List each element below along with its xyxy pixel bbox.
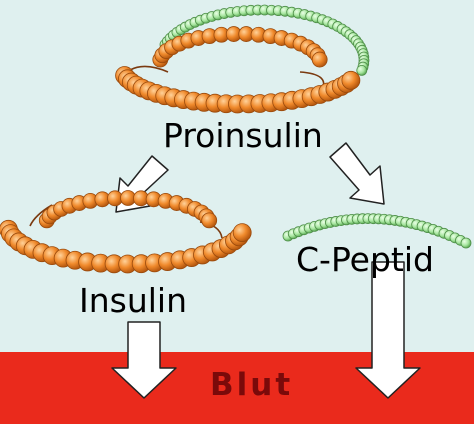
proinsulin-green-bead [356,64,368,76]
insulin-orange-bead [201,212,218,229]
proinsulin-bead-chain [115,4,370,114]
c-peptid-label: C-Peptid [296,240,434,279]
down-arrow [355,261,421,399]
c-peptid-green-bead [460,237,472,249]
down-right-arrow [329,142,385,205]
insulin-label: Insulin [79,281,188,320]
proinsulin-disulfide-line [129,65,169,73]
insulin-bead-chain [0,190,252,274]
down-arrow [111,321,177,399]
c-peptid-bead-chain [282,213,472,249]
blood-label: Blut [210,367,294,403]
proinsulin-orange-bead [311,51,328,68]
proinsulin-label: Proinsulin [163,116,323,155]
insulin-orange-bead [232,223,252,242]
arrows-group [111,142,421,399]
proinsulin-orange-bead [341,70,361,90]
